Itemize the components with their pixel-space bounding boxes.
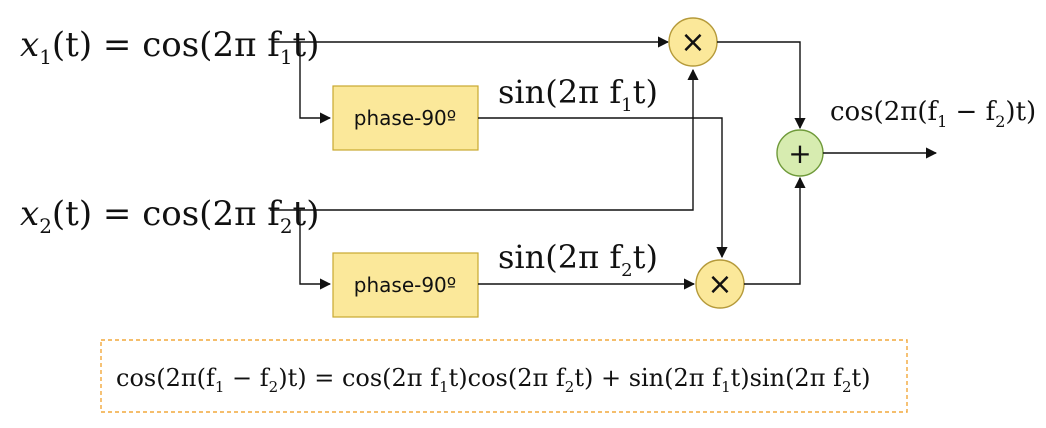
identity-box <box>100 339 908 413</box>
sin2-label: sin(2π f2t) <box>498 238 658 281</box>
x2-input-label: x2(t) = cos(2π f2t) <box>20 194 319 238</box>
x1-input-label: x1(t) = cos(2π f1t) <box>20 25 319 69</box>
top-product-to-adder-wire <box>717 41 806 130</box>
phase-shifter-top-label: phase-90º <box>354 106 456 130</box>
output-label: cos(2π(f1 − f2)t) <box>830 97 1036 131</box>
multiplier-top-icon: × <box>680 25 705 60</box>
phase-shifter-top <box>332 85 479 151</box>
multiplier-bottom-icon: × <box>707 267 732 302</box>
phase-shifter-bottom-label: phase-90º <box>354 273 456 297</box>
phase-shifter-bottom <box>332 252 479 318</box>
x2-to-phase-bottom-wire <box>299 210 332 290</box>
x2-to-top-multiplier-wire <box>270 68 699 211</box>
sin1-to-bottom-multiplier-wire <box>478 117 728 259</box>
identity-equation: cos(2π(f1 − f2)t) = cos(2π f1t)cos(2π f2… <box>116 364 871 396</box>
x1-to-phase-top-wire <box>299 42 332 124</box>
bottom-product-to-adder-wire <box>744 176 806 285</box>
sin1-label: sin(2π f1t) <box>498 73 658 116</box>
adder-icon: + <box>788 137 811 170</box>
